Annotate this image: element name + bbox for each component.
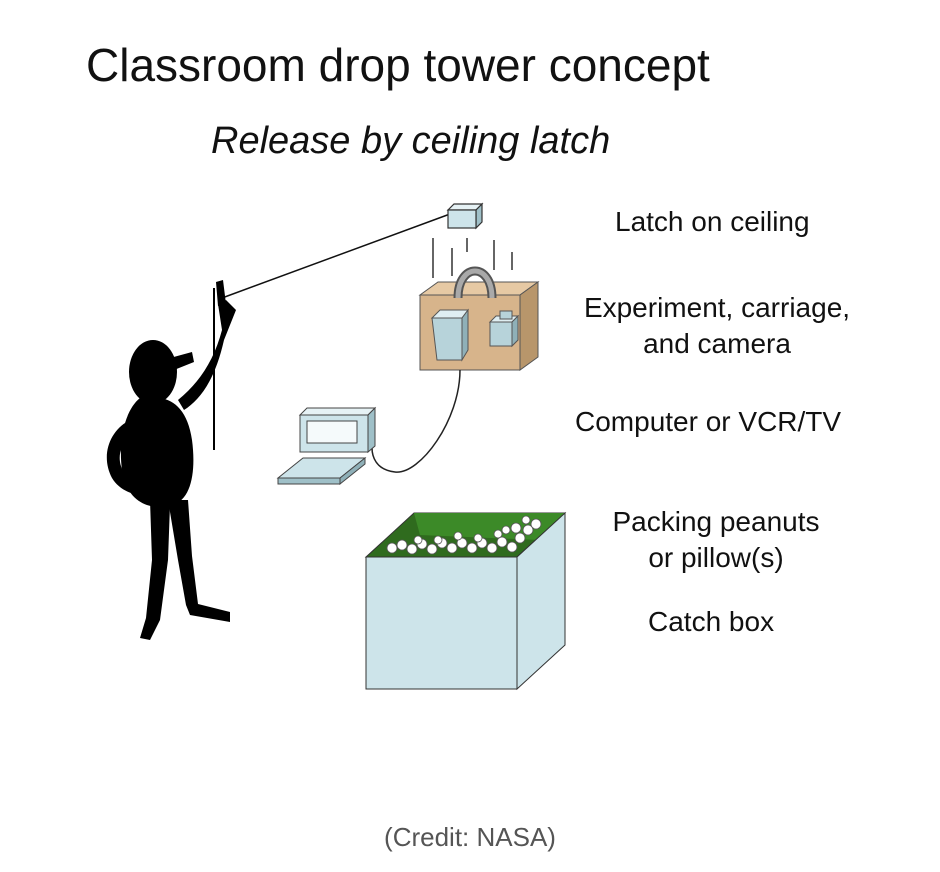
computer xyxy=(276,406,377,486)
label-computer: Computer or VCR/TV xyxy=(575,406,842,437)
video-cable xyxy=(371,369,461,473)
person-silhouette xyxy=(106,280,236,640)
falling-motion-lines xyxy=(432,238,513,278)
label-experiment: Experiment, carriage, and camera xyxy=(583,292,851,359)
label-catch-box: Catch box xyxy=(648,606,775,637)
catch-box xyxy=(364,511,567,691)
diagram-subtitle: Release by ceiling latch xyxy=(211,120,611,162)
packing-peanuts xyxy=(386,515,542,555)
diagram-title: Classroom drop tower concept xyxy=(86,39,710,91)
label-latch: Latch on ceiling xyxy=(615,206,810,237)
experiment-carriage xyxy=(418,266,540,371)
release-string xyxy=(221,213,451,299)
label-packing: Packing peanuts or pillow(s) xyxy=(612,506,820,573)
image-credit: (Credit: NASA) xyxy=(384,822,556,852)
ceiling-latch xyxy=(446,202,484,230)
